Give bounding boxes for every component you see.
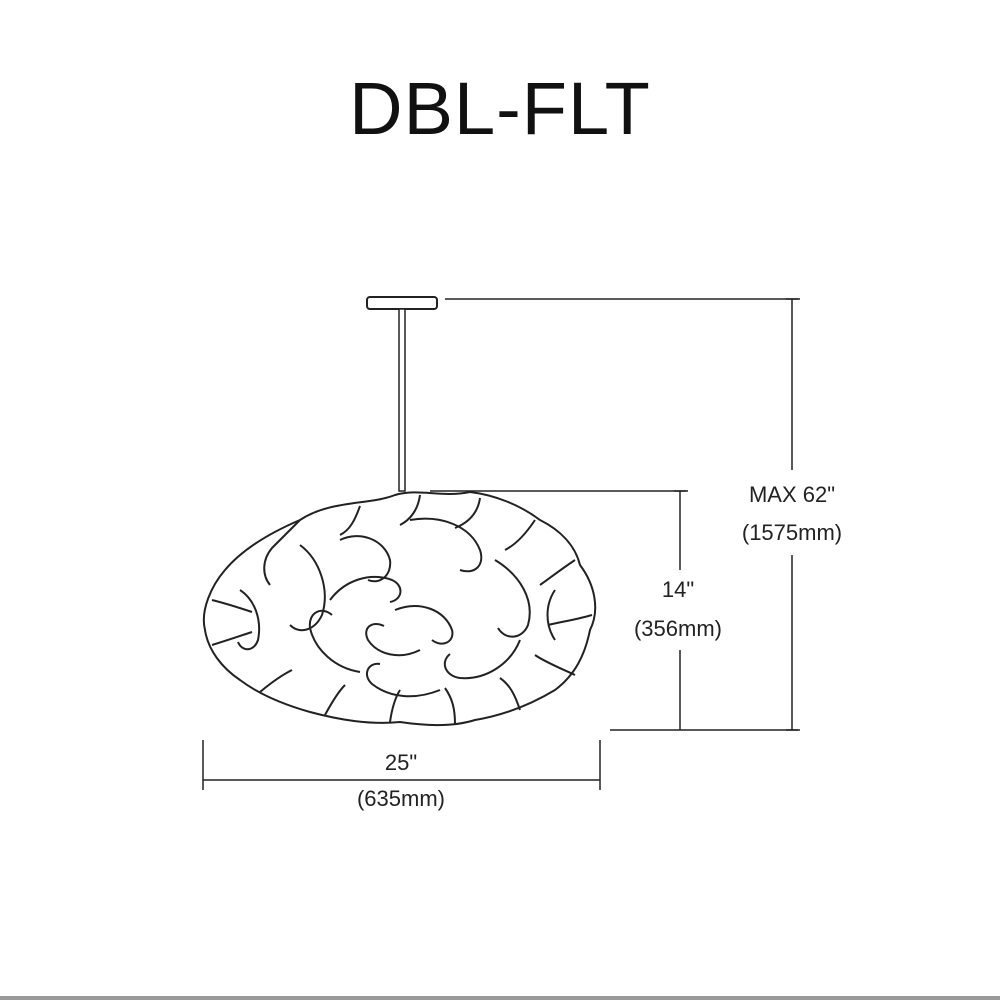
- shade-width-metric: (635mm): [357, 786, 445, 811]
- ceiling-canopy: [366, 296, 438, 310]
- bottom-border: [0, 996, 1000, 1000]
- overall-height-imperial: MAX 62": [749, 482, 835, 507]
- shade-width-dimension: [202, 740, 601, 790]
- downrod: [398, 308, 406, 492]
- overall-height-dimension: [445, 298, 800, 731]
- shade-width-imperial: 25": [385, 750, 417, 775]
- shade-height-metric: (356mm): [634, 616, 722, 641]
- overall-height-metric: (1575mm): [742, 520, 842, 545]
- drawing-title: DBL-FLT: [349, 67, 651, 150]
- shade: [202, 491, 597, 727]
- shade-height-imperial: 14": [662, 577, 694, 602]
- shade-height-dimension: [430, 490, 688, 730]
- shade-outline: [202, 491, 597, 727]
